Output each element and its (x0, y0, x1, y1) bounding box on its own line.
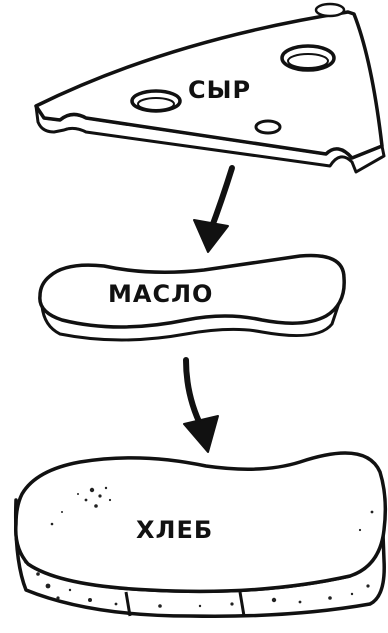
arrow-down-icon (194, 168, 232, 252)
cheese-slice: СЫР (36, 4, 384, 172)
bread-label: ХЛЕБ (136, 516, 213, 544)
cheese-hole (316, 4, 344, 16)
bread-slice: ХЛЕБ (16, 453, 386, 616)
cheese-label: СЫР (188, 76, 251, 104)
cheese-hole (256, 121, 280, 133)
butter-slice: МАСЛО (40, 255, 344, 340)
butter-label: МАСЛО (108, 280, 213, 308)
arrow-down-icon (184, 360, 218, 452)
